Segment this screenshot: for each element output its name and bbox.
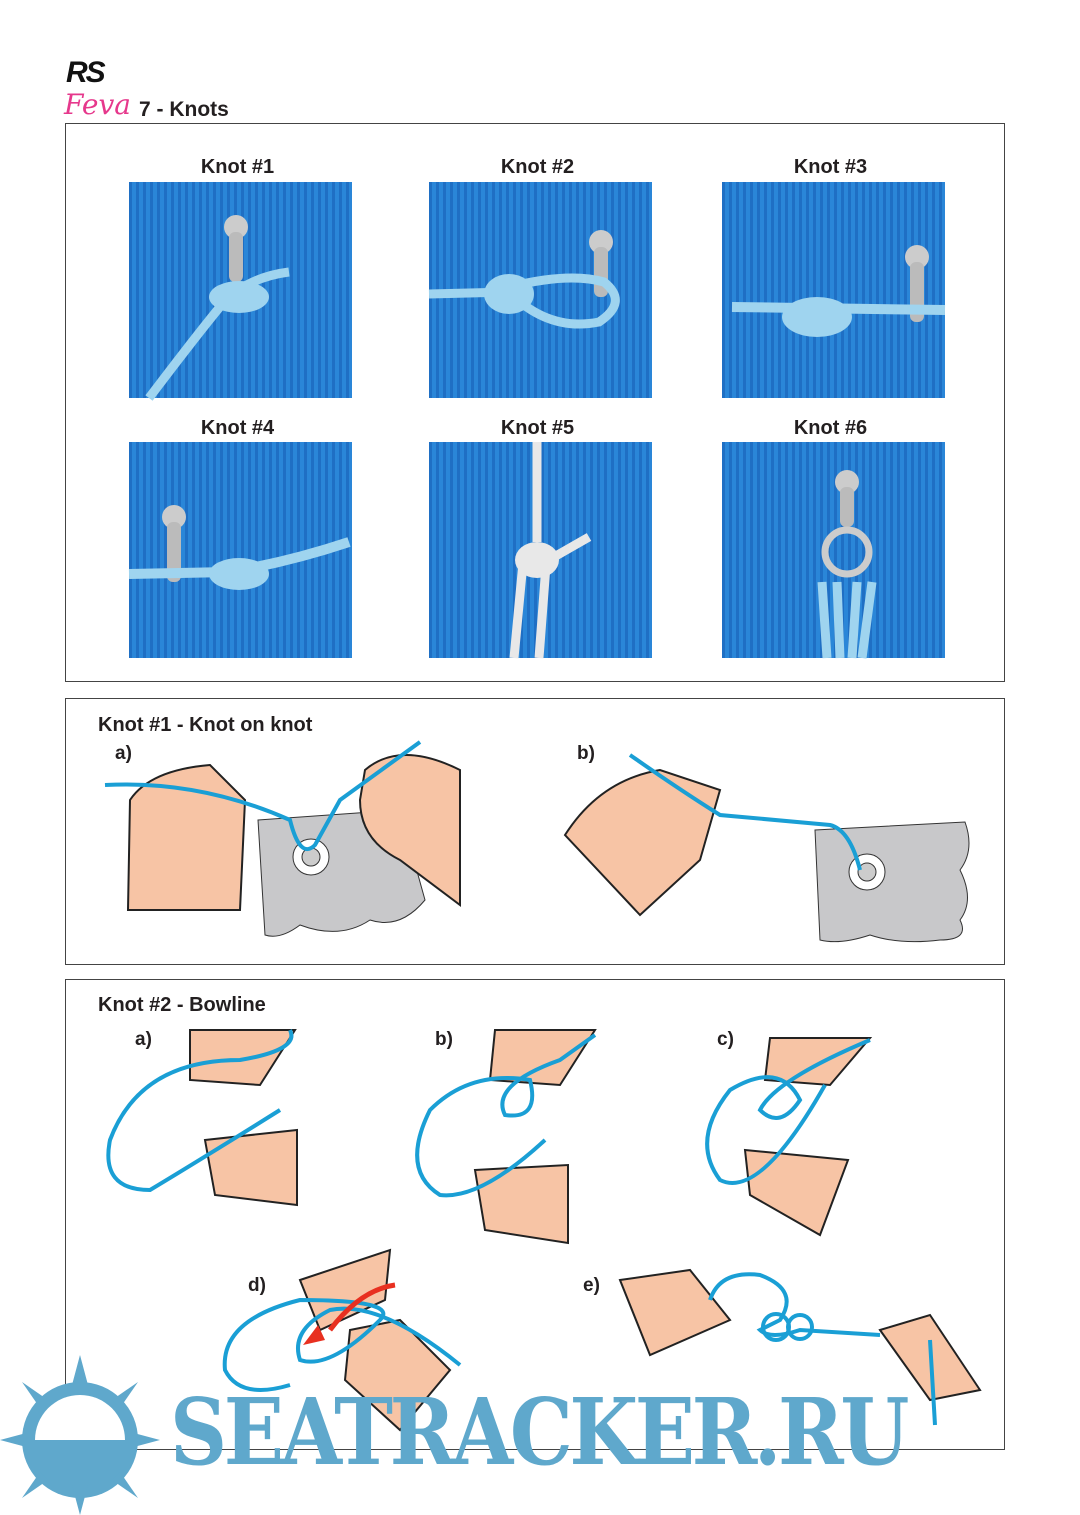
photo-title: Knot #3 <box>793 156 868 178</box>
knot-photo-1 <box>129 182 352 401</box>
watermark-text: SEATRACKER.RU <box>170 1378 909 1486</box>
knot-photo-3 <box>722 182 946 398</box>
knot-photo-4 <box>128 442 352 658</box>
step-label: a) <box>135 1029 152 1050</box>
step-label: c) <box>717 1029 734 1050</box>
knot-photo-6 <box>722 442 945 659</box>
knot1-panel <box>65 698 1005 965</box>
photo-title: Knot #2 <box>500 156 575 178</box>
photo-title: Knot #6 <box>793 417 868 439</box>
knot-photo-2 <box>428 182 652 398</box>
knot1-title: Knot #1 - Knot on knot <box>98 714 313 736</box>
photo-title: Knot #4 <box>200 417 275 439</box>
step-label: d) <box>248 1275 266 1296</box>
knot2-panel <box>65 979 1005 1450</box>
page-title: 7 - Knots <box>139 98 229 121</box>
photos-panel <box>65 123 1005 682</box>
logo-rs: RS <box>66 56 106 89</box>
logo-feva: Feva <box>64 88 131 121</box>
step-label: b) <box>577 743 595 764</box>
step-label: a) <box>115 743 132 764</box>
knot-photo-5 <box>429 442 652 659</box>
photo-title: Knot #1 <box>200 156 275 178</box>
photo-title: Knot #5 <box>500 417 575 439</box>
step-label: e) <box>583 1275 600 1296</box>
knot2-title: Knot #2 - Bowline <box>98 994 266 1016</box>
watermark-sun-icon <box>0 1355 160 1515</box>
step-label: b) <box>435 1029 453 1050</box>
